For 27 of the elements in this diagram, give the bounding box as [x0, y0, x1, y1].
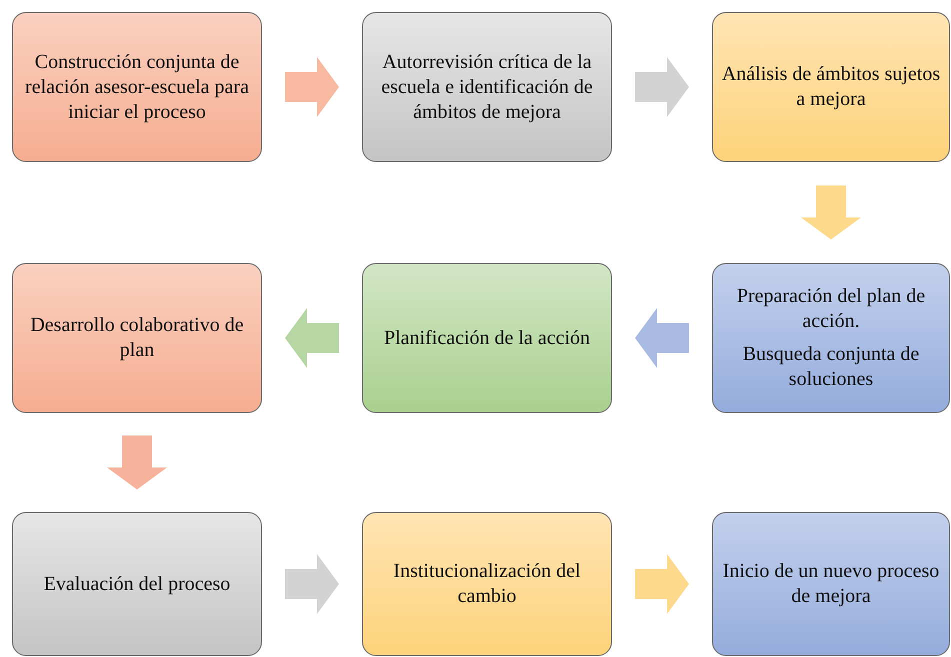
block-arrow [285, 57, 339, 117]
box-text: Institucionalización del cambio [392, 559, 582, 609]
process-box [12, 263, 262, 413]
process-box [712, 263, 950, 413]
box-text: Busqueda conjunta de soluciones [742, 342, 920, 392]
box-text: Desarrollo colaborativo de plan [29, 313, 245, 363]
box-text: Análisis de ámbitos sujetos a mejora [721, 62, 941, 112]
block-arrow [801, 186, 861, 240]
block-arrow [107, 436, 167, 490]
box-text: Evaluación del proceso [44, 572, 230, 596]
block-arrow [635, 554, 689, 614]
box-text: Planificación de la acción [384, 326, 590, 350]
box-text: Autorrevisión crítica de la escuela e identificación de ámbitos de mejora [380, 50, 594, 124]
process-box [362, 263, 612, 413]
process-box [712, 512, 950, 656]
box-text: Preparación del plan de acción. [736, 284, 926, 334]
process-box [362, 512, 612, 656]
block-arrow [635, 308, 689, 368]
block-arrow [635, 57, 689, 117]
box-text: Construcción conjunta de relación asesor-escuela para iniciar el proceso [24, 50, 250, 124]
box-text: Inicio de un nuevo proceso de mejora [722, 559, 940, 609]
block-arrow [285, 308, 339, 368]
process-box [12, 12, 262, 162]
process-box [712, 12, 950, 162]
process-box [12, 512, 262, 656]
process-box [362, 12, 612, 162]
block-arrow [285, 554, 339, 614]
